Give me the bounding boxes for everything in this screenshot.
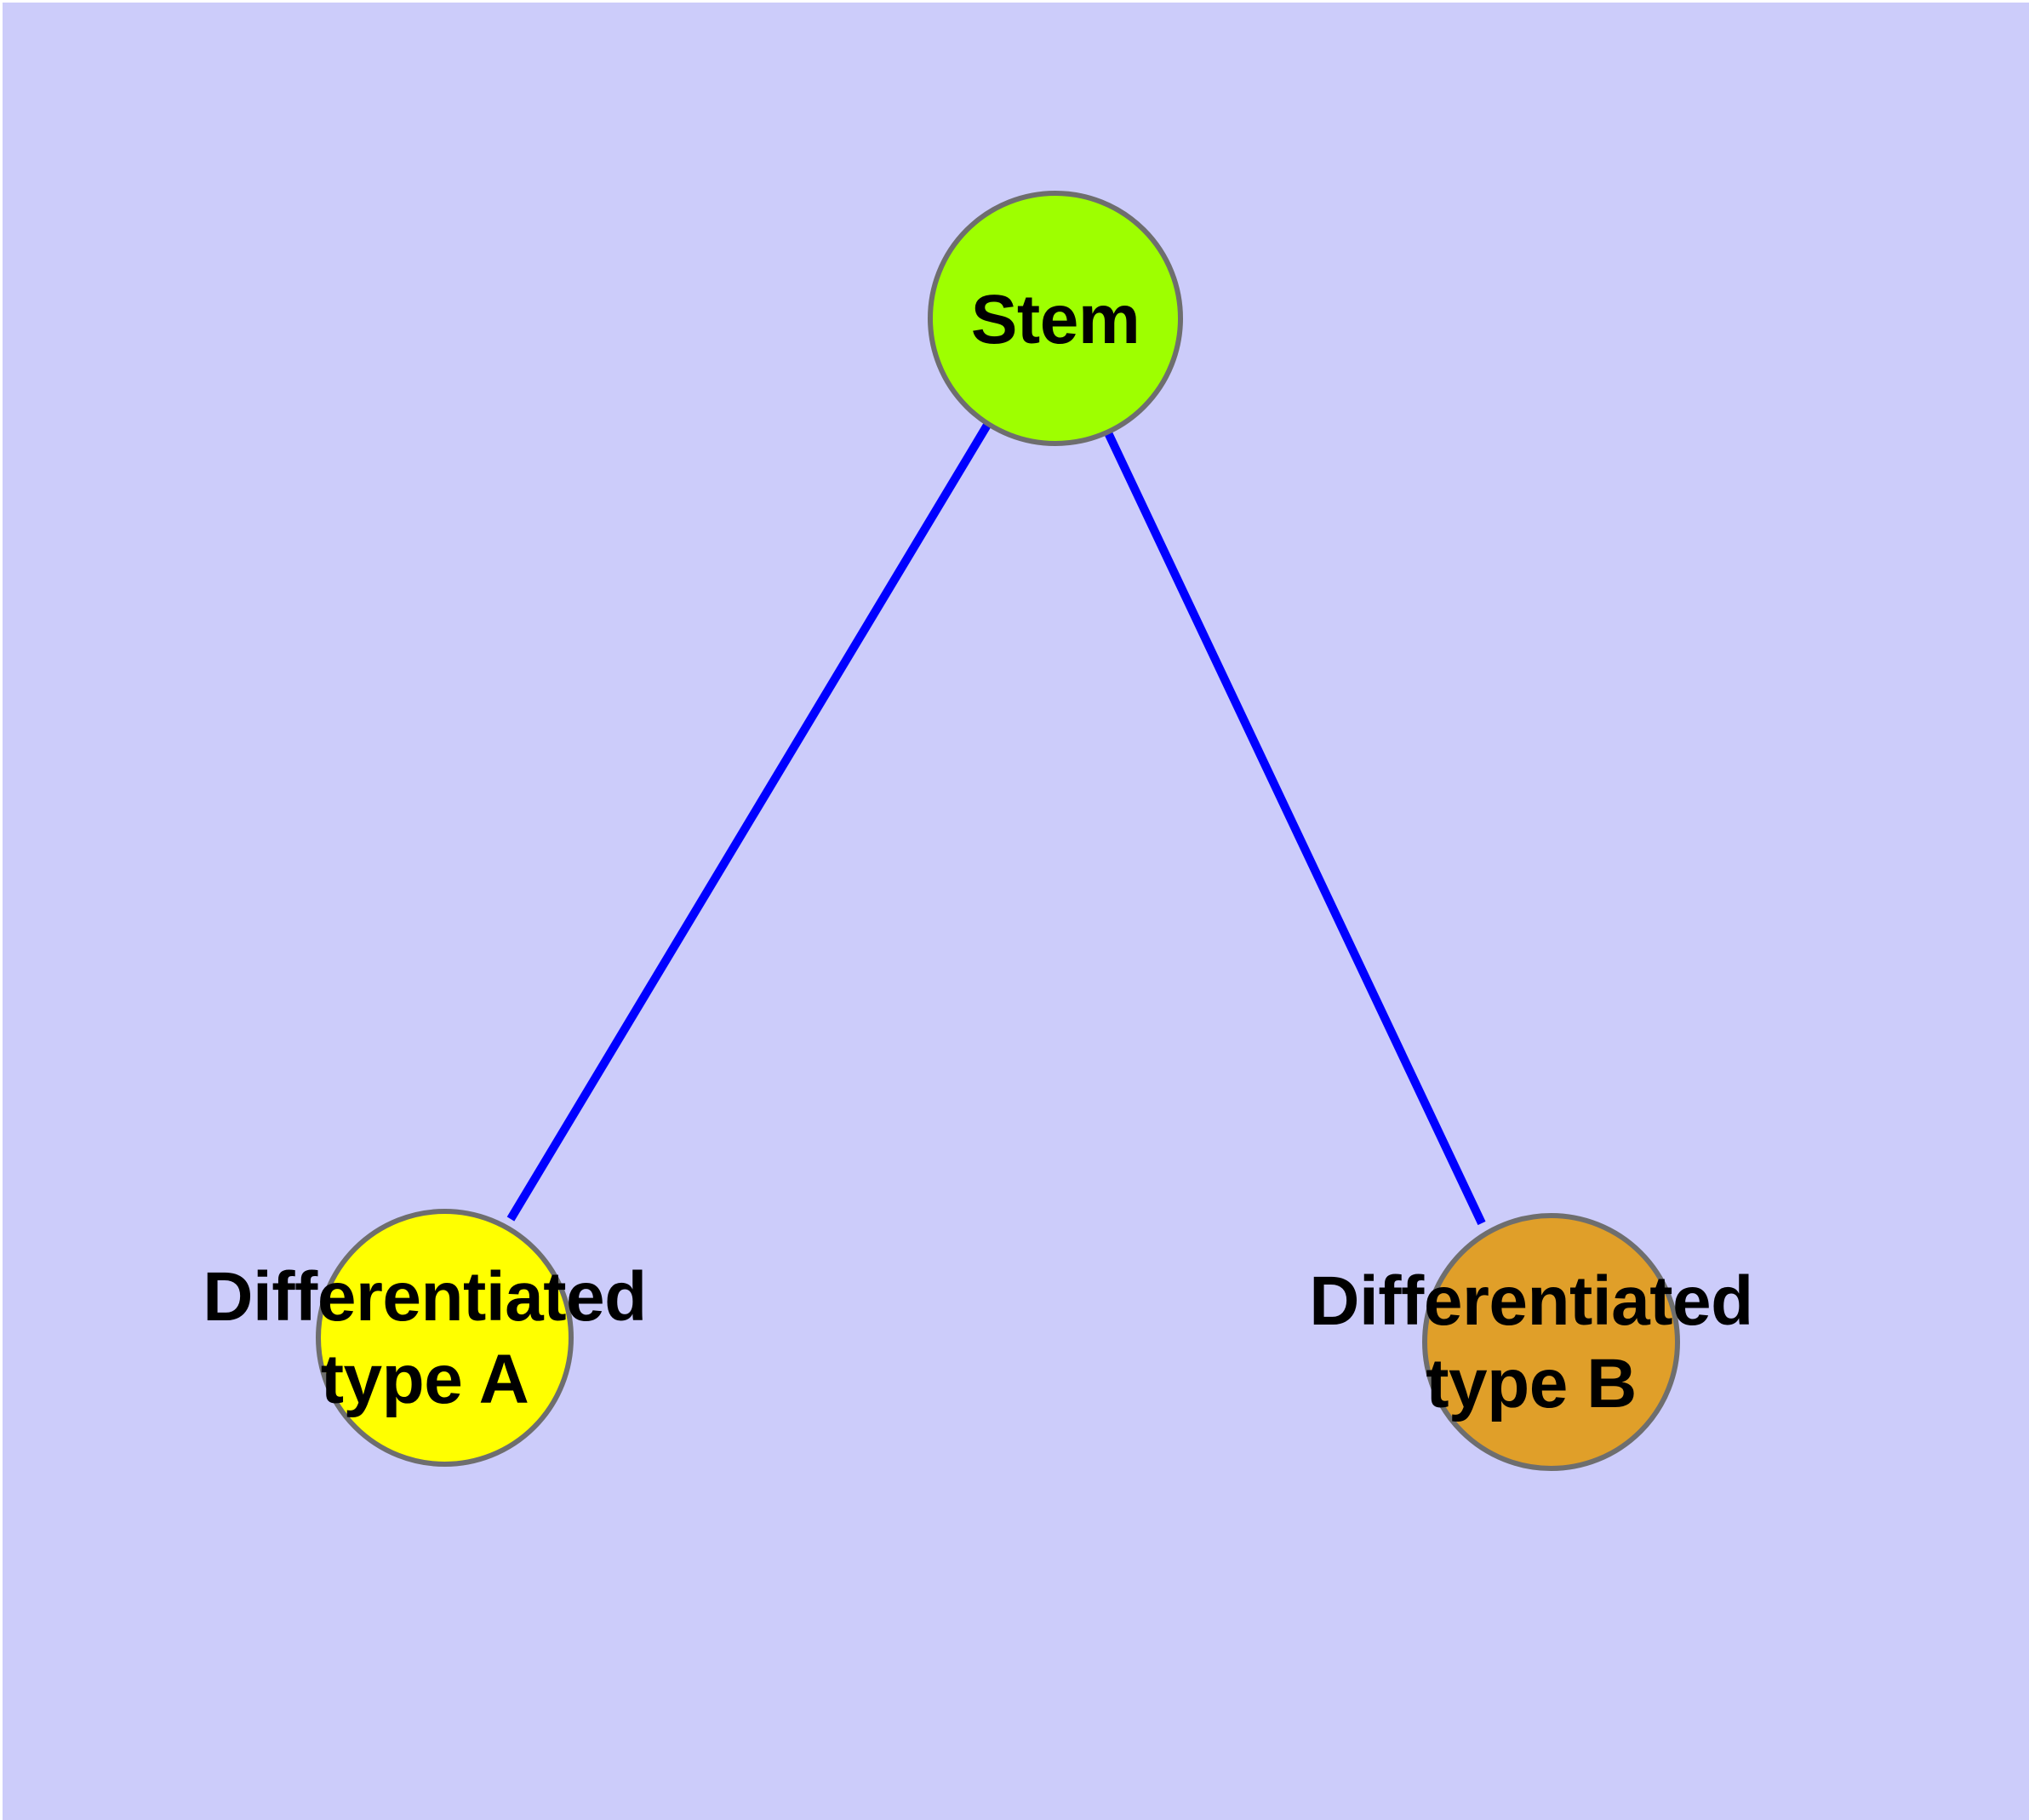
edge-stem-to-type-b [1049,313,1486,1226]
node-differentiated-type-b[interactable] [1422,1213,1680,1471]
edge-layer [506,313,1486,1226]
node-stem[interactable] [928,191,1183,446]
edge-stem-to-type-a [506,313,1057,1222]
node-differentiated-type-a[interactable] [316,1209,574,1467]
